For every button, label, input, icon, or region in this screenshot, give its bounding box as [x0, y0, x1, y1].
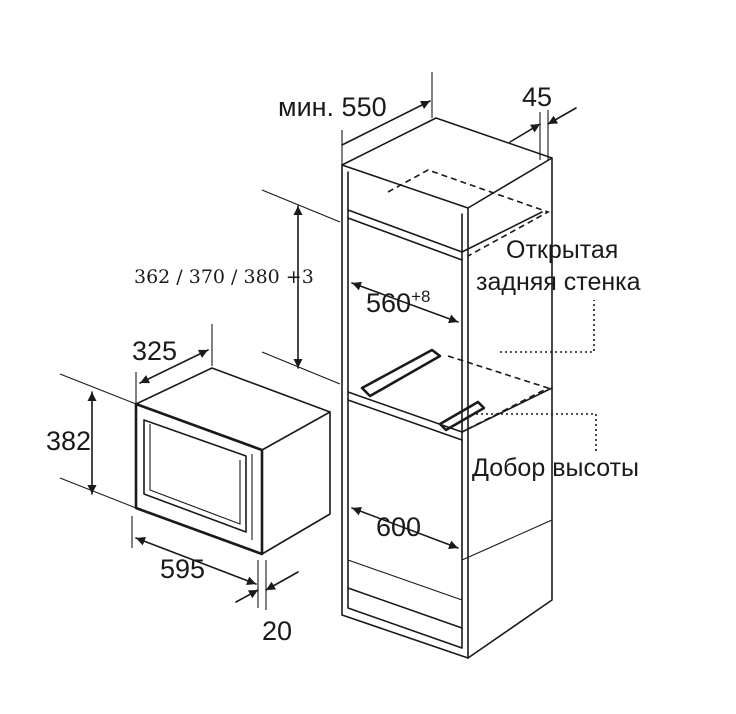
niche-width-tolerance: +8	[411, 287, 431, 306]
height-filler-leader	[476, 413, 597, 452]
niche-width-dimension	[351, 281, 459, 324]
upper-back-opening	[387, 169, 550, 257]
cabinet-inner-edges	[347, 440, 553, 601]
front-panel-depth-label: 20	[262, 616, 293, 646]
appliance-depth-label: 325	[132, 336, 178, 366]
cabinet-right-side	[467, 157, 553, 659]
top-offset-arrow-left	[509, 123, 541, 143]
min-cabinet-depth-label: мин. 550	[278, 92, 387, 122]
lower-back-opening	[447, 355, 551, 433]
niche-height-extension-bottom	[261, 351, 341, 385]
open-back-wall-note-line1: Открытая	[506, 236, 619, 264]
cabinet-width-label: 600	[376, 512, 422, 542]
niche-width-label: 560+8	[366, 288, 430, 317]
appliance-width-dimension	[135, 537, 257, 585]
front-panel-arrow-right	[265, 571, 299, 591]
appliance-top-face	[135, 367, 331, 451]
appliance-depth-dimension	[139, 349, 209, 384]
appliance-height-extension-top	[59, 373, 137, 405]
cabinet-plinth	[347, 587, 463, 629]
cabinet-front-inner-edge	[347, 171, 463, 649]
height-filler-strip-lower	[438, 400, 486, 432]
appliance-height-extension-bottom	[59, 477, 137, 509]
niche-height-extension-top	[261, 189, 341, 223]
open-back-wall-leader	[500, 300, 595, 353]
top-offset-arrow-right	[547, 107, 577, 125]
cabinet-top-offset-label: 45	[522, 82, 553, 112]
microwave-appliance	[59, 324, 331, 610]
upper-shelf	[347, 209, 543, 261]
height-filler-note: Добор высоты	[472, 454, 639, 482]
front-panel-arrow-left	[235, 589, 259, 603]
height-filler-strip	[360, 348, 442, 398]
cabinet-width-dimension	[351, 506, 459, 550]
niche-height-label: 362 / 370 / 380 +3	[134, 266, 314, 288]
cabinet-depth-dimension	[341, 100, 431, 146]
open-back-wall-note-line2: задняя стенка	[476, 268, 641, 296]
appliance-door-window	[143, 419, 247, 533]
appliance-height-label: 382	[46, 426, 92, 456]
appliance-width-label: 595	[160, 554, 206, 584]
appliance-door-window-inner	[149, 424, 241, 525]
cabinet-top-face	[341, 117, 553, 209]
appliance-right-side	[261, 411, 331, 555]
cabinet	[261, 72, 597, 659]
niche-width-value: 560	[366, 288, 412, 318]
appliance-front-frame	[134, 402, 264, 556]
